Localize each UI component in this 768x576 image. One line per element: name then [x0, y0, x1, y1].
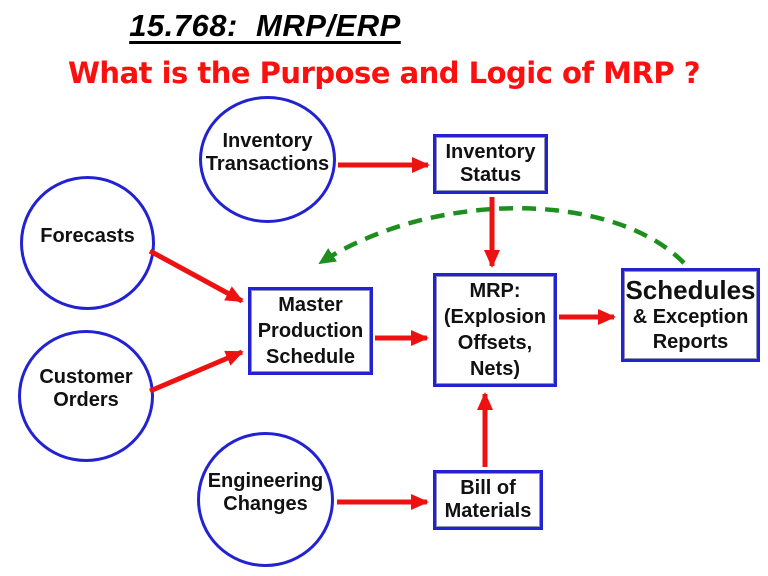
feedback-arrow-schedules-to-mps — [318, 206, 686, 265]
node-label: Inventory — [445, 141, 536, 163]
node-label: Engineering — [207, 469, 324, 492]
node-label: Materials — [444, 500, 532, 522]
node-label: Transactions — [205, 152, 330, 175]
node-master-production-schedule: Master Production Schedule — [248, 287, 373, 375]
node-bill-of-materials: Bill of Materials — [433, 470, 543, 530]
node-label: MRP: — [469, 280, 521, 302]
node-label: Inventory — [222, 129, 313, 152]
node-label: Bill of — [460, 477, 516, 499]
node-label: Changes — [223, 492, 308, 515]
node-label: (Explosion — [443, 306, 547, 328]
node-schedules-exception-reports: Schedules & Exception Reports — [621, 268, 760, 362]
node-label: Nets) — [469, 358, 520, 380]
node-label: Master — [278, 294, 343, 316]
node-label: Reports — [652, 331, 729, 353]
node-inventory-transactions: Inventory Transactions — [199, 96, 336, 223]
node-customer-orders: Customer Orders — [18, 330, 154, 462]
node-label: Production — [257, 320, 364, 342]
node-forecasts: Forecasts — [20, 176, 155, 310]
node-mrp: MRP: (Explosion Offsets, Nets) — [433, 273, 557, 387]
node-engineering-changes: Engineering Changes — [197, 432, 334, 567]
node-label: Orders — [53, 389, 119, 411]
arrow-forecasts-to-mps — [148, 248, 244, 304]
node-label: Schedules — [625, 275, 756, 305]
page-subtitle: What is the Purpose and Logic of MRP ? — [67, 56, 701, 90]
node-label: Customer — [39, 366, 133, 388]
node-label: Offsets, — [457, 332, 533, 354]
node-label: Status — [459, 164, 522, 186]
arrow-customer-orders-to-mps — [149, 349, 244, 394]
node-label: Schedule — [266, 346, 355, 368]
node-label: & Exception — [632, 306, 749, 328]
node-label: Forecasts — [40, 224, 135, 247]
node-inventory-status: Inventory Status — [433, 134, 548, 194]
page-title: 15.768: MRP/ERP — [129, 8, 401, 43]
